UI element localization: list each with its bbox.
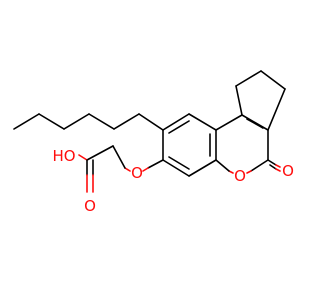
bond xyxy=(188,113,217,131)
bond xyxy=(215,114,243,131)
bond xyxy=(260,70,286,90)
bond xyxy=(215,159,230,172)
bond xyxy=(13,113,40,130)
bond xyxy=(267,88,286,131)
bond xyxy=(241,114,269,131)
bond xyxy=(250,159,269,172)
cyclopentane-ring xyxy=(235,70,286,131)
acid-hydroxyl-label: HO xyxy=(52,147,75,165)
aromatic-inner-bond xyxy=(168,120,190,134)
oxyacetic-acid-chain xyxy=(78,145,164,193)
bond xyxy=(78,154,88,161)
bond xyxy=(63,113,90,130)
bond xyxy=(267,159,277,166)
bond xyxy=(88,113,115,130)
pyranone-ring xyxy=(215,114,269,174)
benzene-ring xyxy=(162,113,217,177)
lactone-carbonyl-oxygen-label: O xyxy=(282,162,294,180)
bond xyxy=(147,159,164,169)
bond xyxy=(38,113,65,130)
hexyl-chain xyxy=(13,113,164,131)
bond xyxy=(275,164,281,168)
molecule-canvas: HO O O O O xyxy=(13,70,294,215)
bond xyxy=(124,167,131,172)
aromatic-inner-bond xyxy=(168,156,190,170)
double-bond-inner xyxy=(246,118,264,129)
bond xyxy=(246,170,252,174)
bond xyxy=(138,113,164,131)
structural-formula: HO O O O O xyxy=(13,70,294,215)
ether-oxygen-label: O xyxy=(131,164,143,182)
bond xyxy=(235,70,262,87)
bond xyxy=(112,145,126,169)
acid-carbonyl-oxygen-label: O xyxy=(84,197,96,215)
bond xyxy=(269,164,277,170)
lactone-carbonyl xyxy=(267,159,281,172)
bond xyxy=(86,145,114,161)
bond xyxy=(235,85,243,116)
ring-oxygen-label: O xyxy=(234,167,246,185)
bond xyxy=(188,159,217,177)
bond xyxy=(113,113,140,130)
bond xyxy=(275,168,281,172)
bond xyxy=(162,159,190,177)
bond xyxy=(142,167,149,172)
bond xyxy=(162,113,190,131)
